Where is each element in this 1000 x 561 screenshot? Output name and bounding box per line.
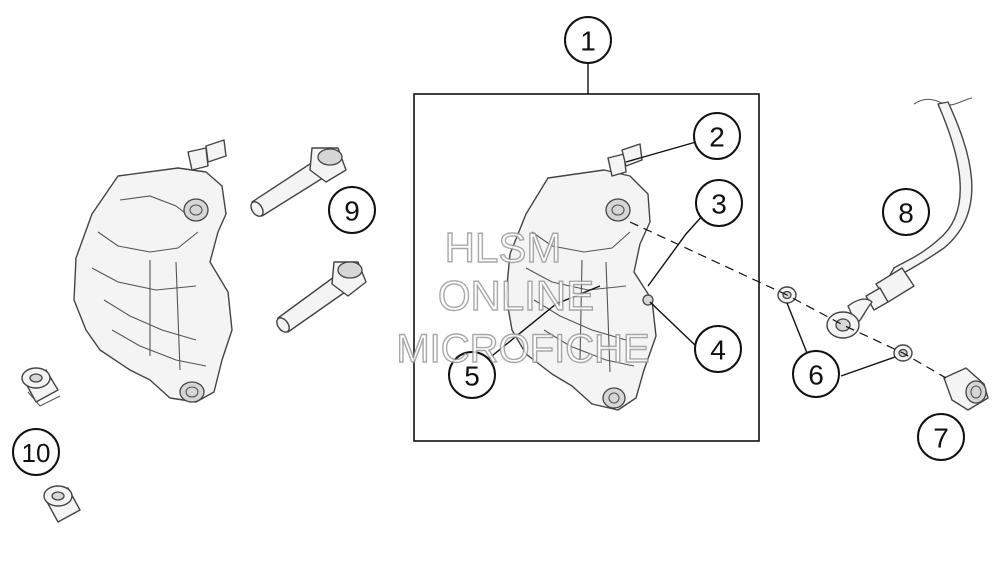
svg-text:8: 8 xyxy=(898,198,914,229)
spacer-upper xyxy=(21,367,61,407)
left-brake-caliper xyxy=(73,139,233,403)
leader-2 xyxy=(625,141,697,163)
kit-brake-caliper xyxy=(505,143,657,411)
callout-7: 7 xyxy=(917,413,965,461)
caliper-bolt-lower xyxy=(276,261,367,333)
svg-text:4: 4 xyxy=(710,335,726,366)
watermark: HLSM ONLINE MICROFICHE xyxy=(396,223,651,371)
assembly-axis-line xyxy=(629,221,947,379)
svg-text:2: 2 xyxy=(709,122,725,153)
leader-3 xyxy=(647,213,705,287)
banjo-bolt xyxy=(943,367,989,411)
svg-text:MICROFICHE: MICROFICHE xyxy=(396,327,649,371)
leader-5 xyxy=(481,285,601,365)
svg-text:10: 10 xyxy=(22,438,51,468)
callout-1: 1 xyxy=(564,16,612,64)
callout-5: 5 xyxy=(448,351,496,399)
svg-text:3: 3 xyxy=(711,189,727,220)
leader-6a xyxy=(786,302,808,354)
caliper-bolt-upper xyxy=(250,147,347,217)
callout-6: 6 xyxy=(792,350,840,398)
callout-9: 9 xyxy=(328,186,376,234)
spacer-lower xyxy=(43,485,81,523)
svg-text:7: 7 xyxy=(933,423,949,454)
callout-4: 4 xyxy=(694,325,742,373)
callout-2: 2 xyxy=(693,112,741,160)
svg-text:HLSM: HLSM xyxy=(445,224,562,271)
svg-text:5: 5 xyxy=(464,361,480,392)
svg-text:6: 6 xyxy=(808,360,824,391)
svg-text:ONLINE: ONLINE xyxy=(438,272,594,319)
brake-line xyxy=(847,97,973,325)
callout-8: 8 xyxy=(882,188,930,236)
kit-box-outline xyxy=(413,93,760,442)
leader-6b xyxy=(840,356,896,377)
callout-10: 10 xyxy=(12,428,60,476)
svg-text:1: 1 xyxy=(580,26,596,57)
leader-4 xyxy=(649,301,697,347)
callout-3: 3 xyxy=(695,179,743,227)
banjo-fitting xyxy=(826,311,860,339)
svg-text:9: 9 xyxy=(344,196,360,227)
